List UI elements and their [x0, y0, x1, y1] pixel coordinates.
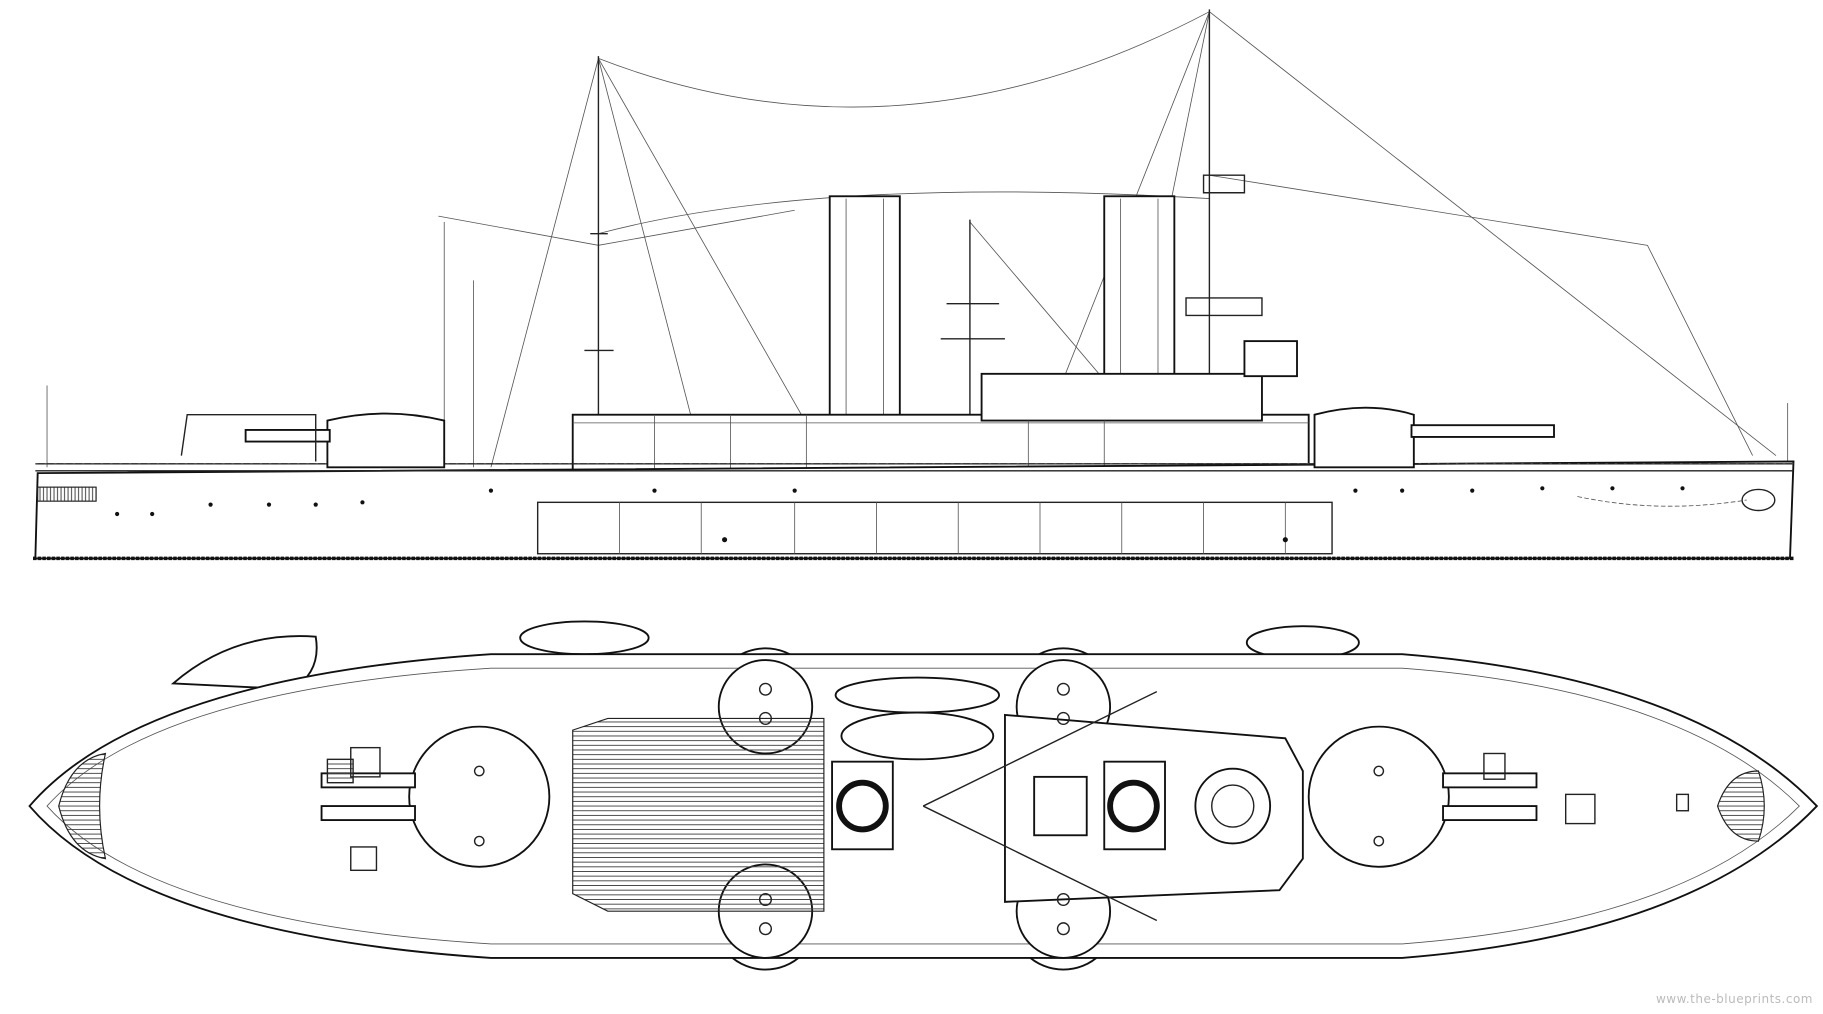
aft-gun [244, 428, 331, 443]
aft-funnel-plan [836, 779, 889, 833]
stern-gallery [37, 486, 97, 502]
aft-turret [326, 412, 446, 469]
portholes [115, 486, 1685, 543]
boat [519, 620, 650, 656]
planked-deck [572, 717, 825, 912]
aft-mast [584, 56, 614, 468]
hull-side [34, 460, 1795, 560]
conning-tower [1194, 767, 1272, 845]
fore-funnel-plan [1107, 779, 1160, 833]
anchor-hawse [1741, 488, 1776, 512]
side-view [33, 9, 1795, 561]
aft-turret-plan [408, 725, 551, 868]
deck-boat [834, 676, 1001, 714]
stern-hatch [58, 752, 107, 860]
armor-belt [536, 501, 1333, 555]
watermark: www.the-blueprints.com [1655, 992, 1813, 1006]
bow-hatch [1716, 770, 1765, 842]
rigging-lines [46, 11, 1789, 468]
fore-gun [1410, 424, 1555, 438]
fore-turret [1313, 406, 1415, 469]
deck-boat [840, 711, 995, 761]
plan-view [28, 620, 1819, 971]
awning [180, 414, 317, 462]
fore-turret-plan [1307, 725, 1450, 868]
aft-funnel [828, 195, 901, 420]
